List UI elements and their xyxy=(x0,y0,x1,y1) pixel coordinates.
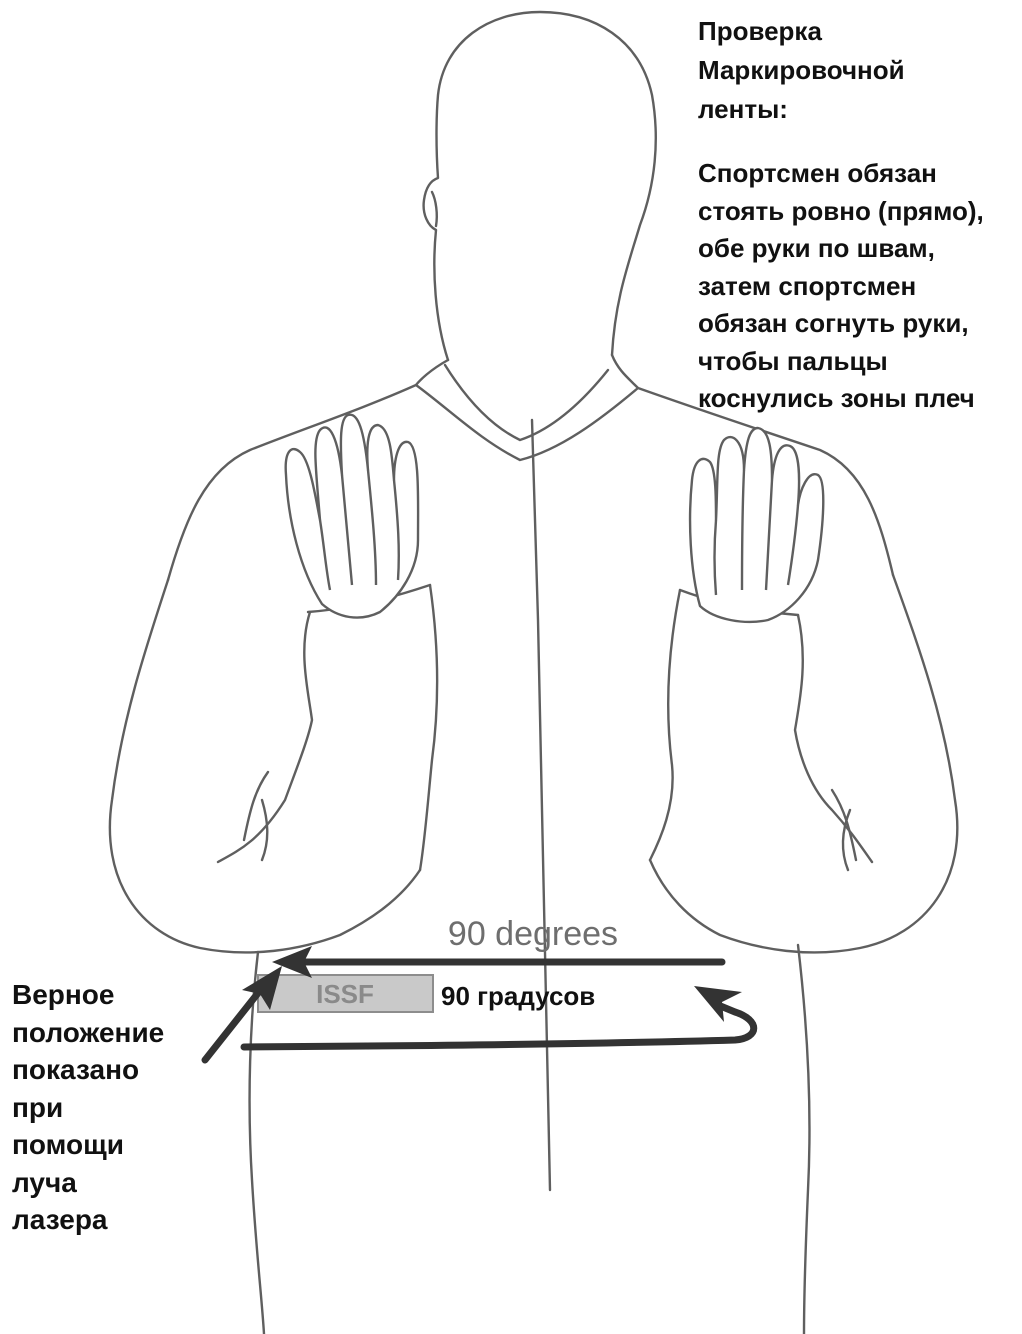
right-hand xyxy=(690,428,823,622)
right-forearm-inner xyxy=(650,590,680,860)
left-forearm-inner xyxy=(420,585,437,870)
right-forearm-outer xyxy=(795,615,872,862)
issf-tape-label: ISSF xyxy=(316,979,374,1009)
angle-label-en: 90 degrees xyxy=(448,915,618,953)
left-upper-arm xyxy=(110,580,420,952)
instruction-text: Спортсмен обязан стоять ровно (прямо), о… xyxy=(698,155,1022,418)
zipper-line xyxy=(532,420,550,1190)
torso-right-side xyxy=(798,945,810,1334)
left-forearm-outer xyxy=(218,612,312,862)
left-sleeve-crease xyxy=(244,772,268,860)
head-outline xyxy=(424,12,656,360)
correct-position-note: Верное положение показано при помощи луч… xyxy=(12,976,212,1239)
heading-text: Проверка Маркировочной ленты: xyxy=(698,12,1018,129)
ear-outline xyxy=(432,192,437,226)
return-arrow-head xyxy=(694,986,742,1022)
angle-label-ru: 90 градусов xyxy=(441,980,595,1012)
right-sleeve-crease xyxy=(832,790,856,870)
